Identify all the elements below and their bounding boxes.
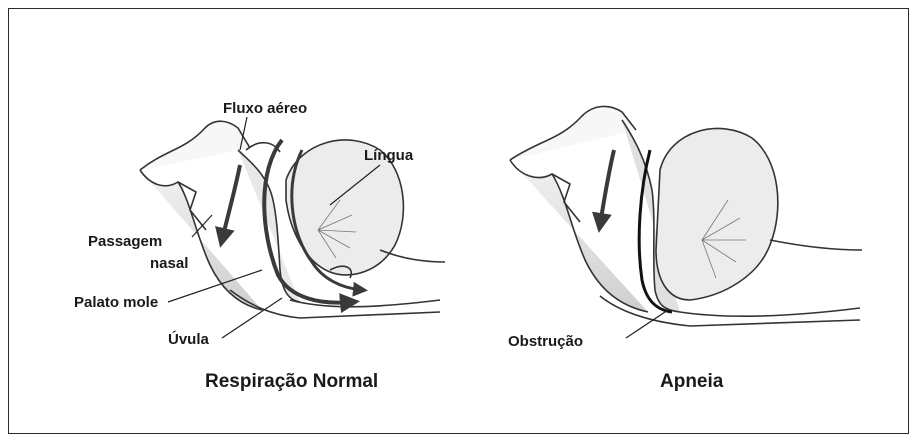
- label-soft-palate: Palato mole: [74, 294, 158, 312]
- apnea-airflow-arrow: [600, 150, 614, 225]
- label-tongue: Língua: [364, 147, 413, 165]
- apnea-airway-illustration: [510, 106, 862, 326]
- label-nasal-passage-line2: nasal: [150, 255, 188, 273]
- label-obstruction: Obstrução: [508, 333, 583, 351]
- label-uvula: Úvula: [168, 331, 209, 349]
- caption-apnea: Apneia: [660, 371, 723, 393]
- caption-normal-breathing: Respiração Normal: [205, 371, 378, 393]
- label-nasal-passage-line1: Passagem: [88, 233, 162, 251]
- label-airflow: Fluxo aéreo: [223, 100, 307, 118]
